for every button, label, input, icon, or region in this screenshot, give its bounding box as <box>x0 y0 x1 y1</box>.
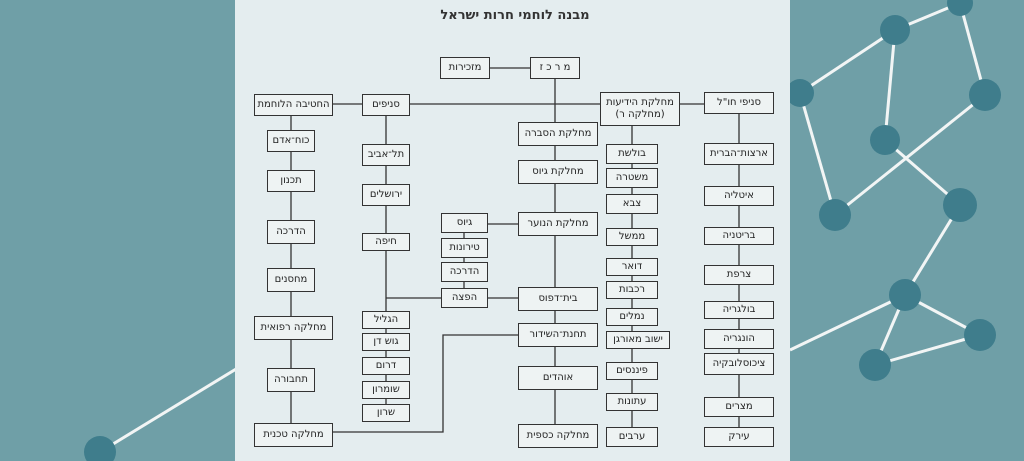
org-node-finances: פיננסים <box>606 362 658 380</box>
org-node-warehouses: מחסנים <box>267 268 315 292</box>
org-node-youth: מחלקת הנוער <box>518 212 598 236</box>
org-node-press: עתונות <box>606 393 658 411</box>
org-node-bulgaria: בולגריה <box>704 301 774 319</box>
org-node-tel-aviv: תל־אביב <box>362 144 410 166</box>
org-node-haifa: חיפה <box>362 233 410 251</box>
org-node-south: דרום <box>362 357 410 375</box>
org-node-medical: מחלקה רפואית <box>254 316 333 340</box>
org-node-manpower: כוח־אדם <box>267 130 315 152</box>
org-node-radio: תחנת־השידור <box>518 323 598 347</box>
org-node-egypt: מצרים <box>704 397 774 417</box>
org-node-yishuv: ישוב מאורגן <box>606 331 670 349</box>
org-node-arabs: ערבים <box>606 427 658 447</box>
org-node-post: דואר <box>606 258 658 276</box>
org-node-shomron: שומרון <box>362 381 410 399</box>
org-node-cid: בולשת <box>606 144 658 164</box>
org-node-italy: איטליה <box>704 186 774 206</box>
org-node-combat-brigade: החטיבה הלוחמת <box>254 94 333 116</box>
org-node-y-basic: טירונות <box>441 238 488 258</box>
org-node-branches: סניפים <box>362 94 410 116</box>
org-node-galilee: הגליל <box>362 311 410 329</box>
org-node-training: הדרכה <box>267 220 315 244</box>
org-node-supporters: אוהדים <box>518 366 598 390</box>
org-node-technical: מחלקה טכנית <box>254 423 333 447</box>
org-node-y-recruit: גיוס <box>441 213 488 233</box>
org-node-planning: תכנון <box>267 170 315 192</box>
org-node-czech: ציכוסלובקיה <box>704 353 774 375</box>
org-node-secretariat: מזכירות <box>440 57 490 79</box>
org-node-y-training: הדרכה <box>441 262 488 282</box>
org-node-sharon: שרון <box>362 404 410 422</box>
org-chart-paper <box>235 0 790 461</box>
org-node-government: ממשל <box>606 228 658 246</box>
org-node-gush-dan: גוש דן <box>362 333 410 351</box>
org-node-hungary: הונגריה <box>704 329 774 349</box>
org-node-propaganda: מחלקת הסברה <box>518 122 598 146</box>
org-node-recruitment-dept: מחלקת גיוס <box>518 160 598 184</box>
org-node-railways: רכבות <box>606 281 658 299</box>
org-node-jerusalem: ירושלים <box>362 184 410 206</box>
org-node-police: משטרה <box>606 168 658 188</box>
org-node-britain: בריטניה <box>704 227 774 245</box>
org-node-ports: נמלים <box>606 308 658 326</box>
org-node-finance: מחלקה כספית <box>518 424 598 448</box>
org-node-iraq: עירק <box>704 427 774 447</box>
org-node-france: צרפת <box>704 265 774 285</box>
chart-title: מבנה לוחמי חרות ישראל <box>440 8 590 23</box>
org-node-transport: תחבורה <box>267 368 315 392</box>
org-node-y-distribution: הפצה <box>441 288 488 308</box>
org-node-usa: ארצות־הברית <box>704 143 774 165</box>
org-node-foreign-branches: סניפי חו"ל <box>704 92 774 114</box>
org-node-intel: מחלקת הידיעות (מחלקה ר) <box>600 92 680 126</box>
org-node-army: צבא <box>606 194 658 214</box>
org-node-printing: בית־דפוס <box>518 287 598 311</box>
org-node-center: מ ר כ ז <box>530 57 580 79</box>
